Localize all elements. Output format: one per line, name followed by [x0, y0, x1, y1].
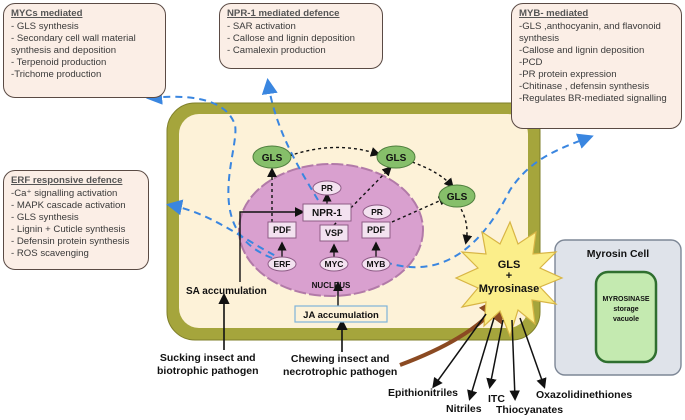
myrosinase-vacuole: [594, 270, 658, 364]
product-nitriles: Nitriles: [446, 403, 482, 415]
list-item: - Secondary cell wall material synthesis…: [11, 33, 136, 56]
gls2-to-gls3: [411, 161, 454, 189]
arc-to-npr1: [261, 78, 319, 201]
npr1-mediated-box: NPR-1 mediated defence - SAR activation …: [219, 3, 383, 69]
pdf-right-label: PDF: [367, 225, 386, 235]
pr-left-node: [312, 180, 342, 196]
product-epithionitriles: Epithionitriles: [388, 387, 459, 399]
pdf-right-node: [361, 221, 391, 239]
list-item: -Chitinase , defensin synthesis: [519, 81, 650, 92]
product-thiocyanates: Thiocyanates: [496, 404, 564, 416]
gls-node-3: [438, 184, 476, 208]
mycs-box-title: MYCs mediated: [11, 8, 83, 19]
burst-line-2: +: [506, 270, 512, 282]
product-arrow-2: [467, 317, 495, 401]
sa-to-npr1-arrow: [239, 207, 305, 282]
chewing-insect-label: Chewing insect and necrotrophic pathogen: [283, 353, 397, 379]
list-item: -Trichome production: [11, 69, 102, 80]
arc-to-myb: [384, 133, 594, 269]
gls-node-2: [376, 145, 416, 169]
gls-node-2-label: GLS: [386, 153, 407, 164]
product-itc: ITC: [488, 393, 505, 405]
gls-node-3-label: GLS: [447, 192, 468, 203]
mycs-box-list: - GLS synthesis - Secondary cell wall ma…: [11, 21, 158, 81]
product-arrow-5: [519, 317, 547, 389]
sa-accumulation-label: SA accumulation: [186, 286, 267, 297]
list-item: -GLS ,anthocyanin, and flavonoid synthes…: [519, 21, 661, 44]
product-arrow-3: [486, 319, 504, 389]
list-item: - Lignin + Cuticle synthesis: [11, 224, 126, 235]
list-item: -Regulates BR-mediated signalling: [519, 93, 667, 104]
ja-box: [294, 305, 388, 323]
chewing-line-2: necrotrophic pathogen: [283, 366, 398, 378]
pr-left-label: PR: [321, 183, 333, 193]
vsp-label: VSP: [325, 228, 343, 238]
product-arrow-1: [432, 313, 487, 389]
npr1-box-title: NPR-1 mediated defence: [227, 8, 340, 19]
sucking-line-2: biotrophic pathogen: [157, 365, 259, 377]
list-item: -Ca⁺ signalling activation: [11, 188, 118, 199]
list-item: - Terpenoid production: [11, 57, 107, 68]
npr1-node: [302, 203, 352, 222]
list-item: - SAR activation: [227, 21, 296, 32]
sucking-insect-label: Sucking insect and biotrophic pathogen: [157, 352, 259, 378]
pdf-left-label: PDF: [273, 225, 292, 235]
list-item: - ROS scavenging: [11, 248, 89, 259]
pdf-left-node: [267, 221, 297, 239]
list-item: -PR protein expression: [519, 69, 617, 80]
list-item: -Callose and lignin deposition: [519, 45, 645, 56]
list-item: -PCD: [519, 57, 543, 68]
myb-mediated-box: MYB- mediated -GLS ,anthocyanin, and fla…: [511, 3, 682, 129]
pr-right-label: PR: [371, 207, 383, 217]
myb-node: [361, 256, 391, 272]
list-item: - Camalexin production: [227, 45, 326, 56]
gls-node-1: [252, 145, 292, 169]
nucleus-label: NUCLEUS: [312, 281, 351, 290]
erf-responsive-box: ERF responsive defence -Ca⁺ signalling a…: [3, 170, 149, 270]
list-item: - Defensin protein synthesis: [11, 236, 130, 247]
myc-node: [319, 256, 349, 272]
chewing-line-1: Chewing insect and: [290, 353, 390, 365]
myb-box-list: -GLS ,anthocyanin, and flavonoid synthes…: [519, 21, 674, 105]
vacuole-line-2: storage: [613, 306, 638, 313]
myc-label: MYC: [325, 259, 344, 269]
pr-right-node: [362, 204, 392, 220]
pdf-right-to-gls3: [391, 196, 449, 223]
mycs-mediated-box: MYCs mediated - GLS synthesis - Secondar…: [3, 3, 166, 98]
burst-line-3: Myrosinase: [479, 283, 540, 295]
gls-node-1-label: GLS: [262, 153, 283, 164]
product-oxazolidinethiones: Oxazolidinethiones: [536, 389, 633, 401]
erf-box-title: ERF responsive defence: [11, 175, 123, 186]
ja-accumulation-label: JA accumulation: [303, 310, 379, 321]
myb-box-title: MYB- mediated: [519, 8, 589, 19]
gls3-to-burst: [457, 203, 473, 245]
erf-node: [267, 256, 297, 272]
gls-myrosinase-burst: [454, 220, 564, 338]
list-item: - GLS synthesis: [11, 21, 79, 32]
erf-label: ERF: [274, 259, 291, 269]
myb-label: MYB: [367, 259, 386, 269]
arc-to-mycs: [146, 88, 273, 259]
list-item: - GLS synthesis: [11, 212, 79, 223]
vsp-node: [319, 224, 349, 242]
vacuole-line-1: MYROSINASE: [602, 296, 649, 303]
npr1-label: NPR-1: [312, 208, 342, 219]
erf-box-list: -Ca⁺ signalling activation - MAPK cascad…: [11, 188, 141, 260]
product-arrow-4: [509, 319, 520, 401]
list-item: - MAPK cascade activation: [11, 200, 126, 211]
list-item: - Callose and lignin deposition: [227, 33, 355, 44]
vacuole-line-3: vacuole: [613, 316, 639, 323]
npr1-box-list: - SAR activation - Callose and lignin de…: [227, 21, 375, 57]
myrosin-cell-title: Myrosin Cell: [587, 248, 650, 260]
sucking-line-1: Sucking insect and: [159, 352, 256, 364]
burst-line-1: GLS: [498, 259, 521, 271]
